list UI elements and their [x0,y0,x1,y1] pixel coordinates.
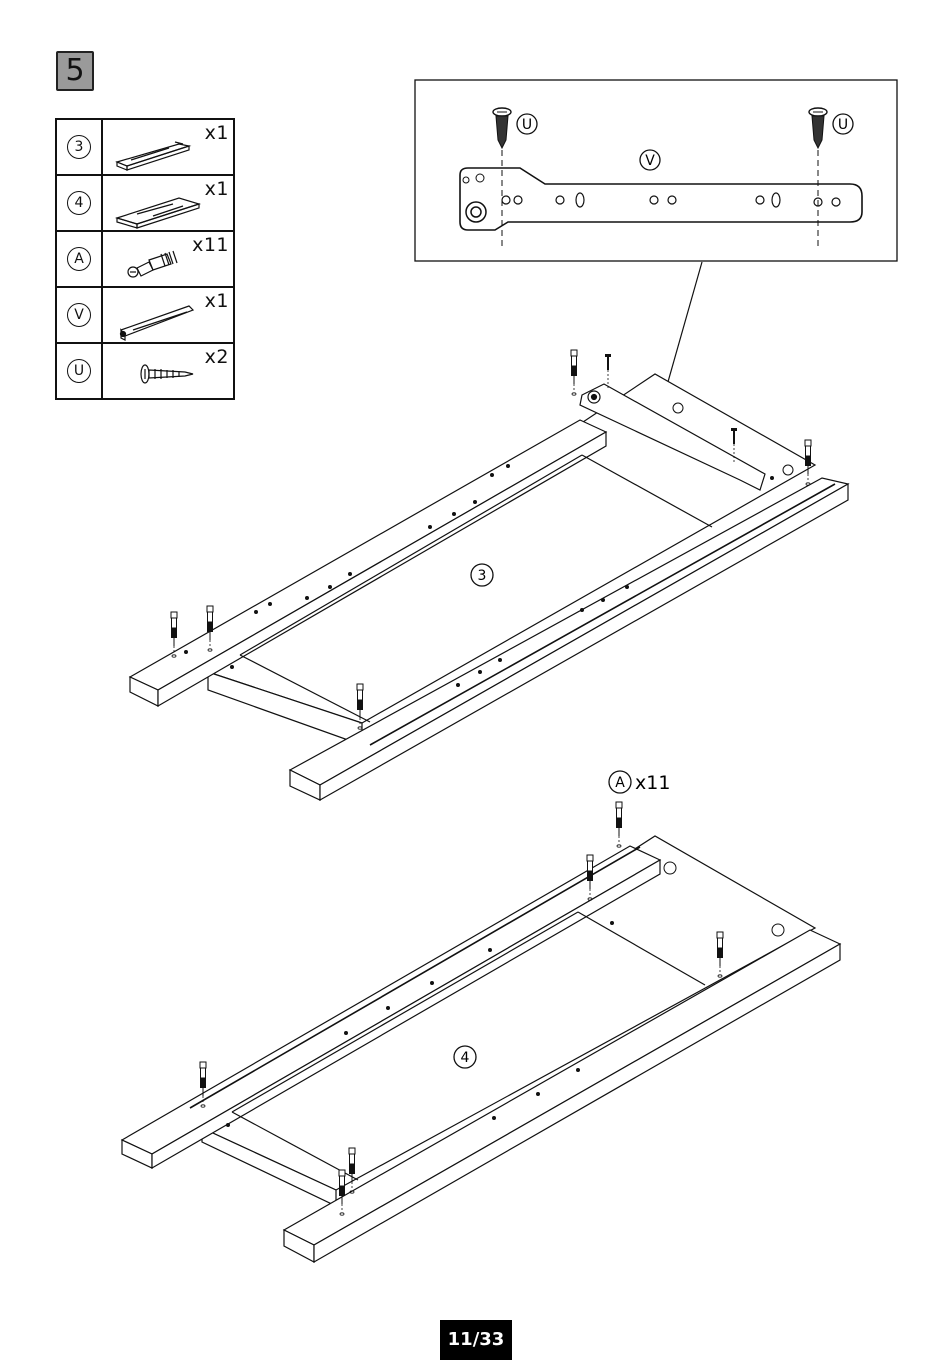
bracket-v-label: V [645,153,655,169]
cam-bolt-callout-label: A [615,775,625,791]
panel-4-label: 4 [461,1050,470,1066]
screw-u-label: U [838,117,848,133]
page-number: 11/33 [440,1320,512,1360]
cam-bolt-callout-qty: x11 [635,772,670,794]
detail-inset: U U V [415,80,897,410]
assembly-bottom [122,836,840,1262]
panel-3-label: 3 [478,568,487,584]
screw-u-label: U [522,117,532,133]
assembly-top [130,374,848,800]
